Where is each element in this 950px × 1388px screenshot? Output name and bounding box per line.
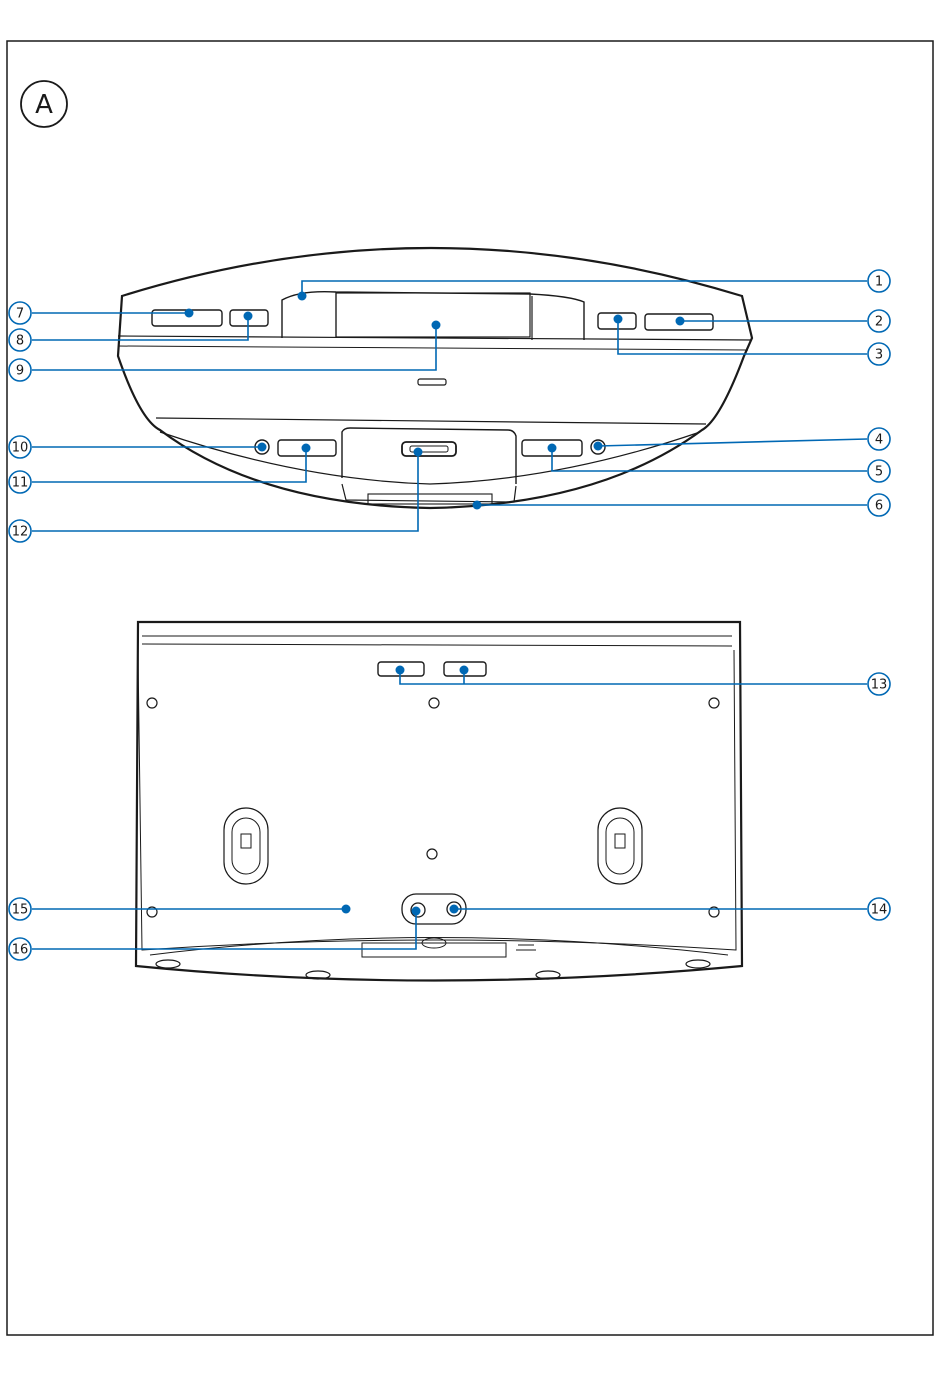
- leader-line-12: [32, 452, 418, 531]
- screw-hole: [709, 698, 719, 708]
- label-plate: [362, 943, 506, 957]
- callout-number-2: 2: [875, 315, 883, 330]
- leader-dot-4: [594, 442, 603, 451]
- small-slot: [418, 379, 446, 385]
- leader-line-4: [598, 439, 867, 446]
- callout-number-8: 8: [16, 334, 24, 349]
- callout-13: 13: [396, 666, 891, 696]
- wall-mount-right-notch: [615, 834, 625, 848]
- leader-dot-9: [432, 321, 441, 330]
- leader-dot-11: [302, 444, 311, 453]
- callout-number-15: 15: [12, 903, 29, 918]
- leader-line-1: [302, 281, 867, 296]
- screw-hole: [427, 849, 437, 859]
- leader-dot-13: [460, 666, 469, 675]
- leader-dot-16: [412, 907, 421, 916]
- callout-number-12: 12: [12, 525, 29, 540]
- leader-dot-2: [676, 317, 685, 326]
- callout-number-3: 3: [875, 348, 883, 363]
- callout-number-1: 1: [875, 275, 883, 290]
- page-frame: [7, 41, 933, 1335]
- leader-line-5: [552, 448, 867, 471]
- wall-mount-left-notch: [241, 834, 251, 848]
- foot: [156, 960, 180, 968]
- leader-dot-15: [342, 905, 351, 914]
- bottom-view-top-edge: [142, 636, 732, 646]
- callout-number-5: 5: [875, 465, 883, 480]
- leader-dot-13: [396, 666, 405, 675]
- callout-number-13: 13: [871, 678, 888, 693]
- wall-mount-left-inner: [232, 818, 260, 874]
- leader-dot-7: [185, 309, 194, 318]
- callout-number-6: 6: [875, 499, 883, 514]
- leader-line-13: [400, 670, 867, 684]
- foot: [686, 960, 710, 968]
- leader-dot-8: [244, 312, 253, 321]
- wall-mount-right-inner: [606, 818, 634, 874]
- leader-dot-6: [473, 501, 482, 510]
- wall-mount-left: [224, 808, 268, 884]
- callout-16: 16: [9, 907, 421, 961]
- device-bottom-view: [136, 622, 742, 981]
- callout-1: 1: [298, 270, 891, 301]
- callout-10: 10: [9, 436, 267, 458]
- top-view-ledge-2: [118, 346, 748, 350]
- callout-11: 11: [9, 444, 311, 494]
- callout-9: 9: [9, 321, 441, 382]
- callout-number-10: 10: [12, 441, 29, 456]
- callout-number-7: 7: [16, 307, 24, 322]
- dock-bay-shape: [282, 292, 584, 340]
- dock-door: [336, 293, 530, 337]
- front-panel: [156, 418, 706, 424]
- wall-mount-right: [598, 808, 642, 884]
- leader-line-16: [32, 911, 416, 949]
- callout-12: 12: [9, 448, 423, 543]
- leader-dot-10: [258, 443, 267, 452]
- callout-15: 15: [9, 898, 351, 920]
- panel-label-text: A: [35, 90, 53, 120]
- callout-number-11: 11: [12, 476, 29, 491]
- leader-dot-14: [450, 905, 459, 914]
- bottom-view-inner: [138, 650, 736, 950]
- callout-7: 7: [9, 302, 194, 324]
- leader-line-3: [618, 319, 867, 354]
- front-panel-lower: [160, 432, 700, 484]
- screw-hole: [429, 698, 439, 708]
- callout-number-4: 4: [875, 433, 883, 448]
- bottom-view-body: [136, 622, 742, 981]
- leader-dot-1: [298, 292, 307, 301]
- panel-label: A: [21, 81, 67, 127]
- top-view-body: [118, 248, 752, 508]
- device-top-view: [118, 248, 752, 508]
- callout-number-14: 14: [871, 903, 888, 918]
- callout-number-9: 9: [16, 364, 24, 379]
- callout-number-16: 16: [12, 943, 29, 958]
- callout-8: 8: [9, 312, 253, 352]
- leader-dot-5: [548, 444, 557, 453]
- callout-4: 4: [594, 428, 891, 451]
- dc-symbol: [516, 945, 536, 950]
- screw-hole: [147, 698, 157, 708]
- leader-dot-12: [414, 448, 423, 457]
- callout-14: 14: [450, 898, 891, 920]
- leader-dot-3: [614, 315, 623, 324]
